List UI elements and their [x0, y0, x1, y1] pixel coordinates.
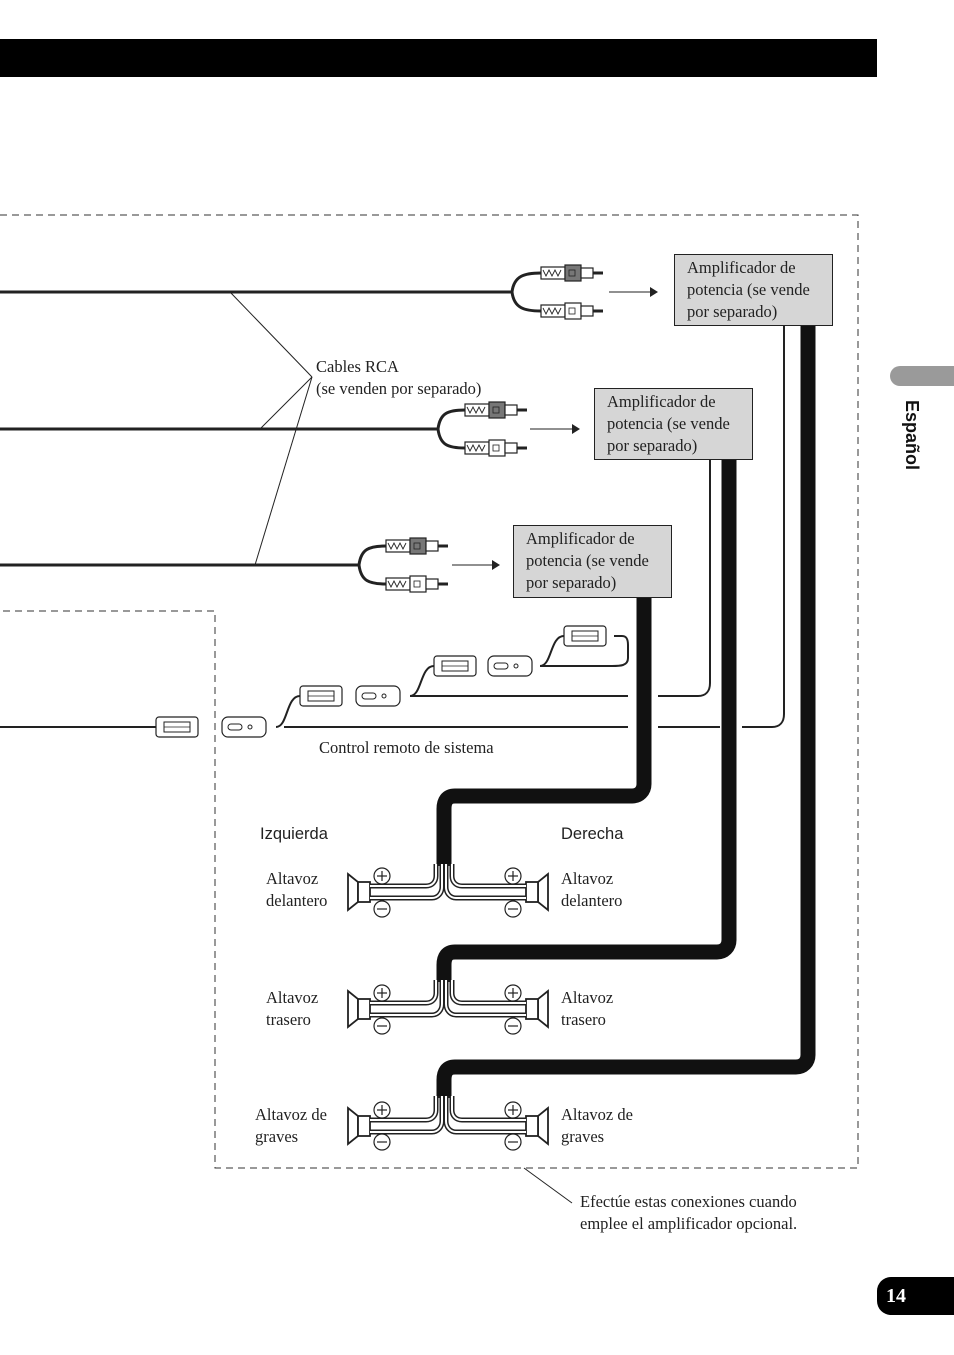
remote-connector [355, 685, 401, 707]
system-remote-label: Control remoto de sistema [319, 738, 494, 757]
speaker-cables [436, 325, 816, 1098]
remote-connector [221, 716, 267, 738]
rca-cable-1 [0, 263, 658, 321]
speaker-front-left [347, 864, 445, 918]
speaker-front-right [443, 864, 549, 918]
page-number: 14 [877, 1277, 954, 1315]
remote-connector [563, 625, 607, 647]
speaker-rear-left [347, 980, 445, 1035]
remote-connector [487, 655, 533, 677]
footnote-leader [523, 1167, 573, 1204]
rca-cables-label: Cables RCA(se venden por separado) [316, 357, 482, 398]
language-tab [890, 366, 954, 386]
remote-connector [433, 655, 477, 677]
right-side-label: Derecha [561, 825, 624, 843]
speaker-rear-right [443, 980, 549, 1035]
optional-amp-boundary [0, 214, 859, 1169]
left-side-label: Izquierda [260, 825, 328, 843]
system-remote-wiring [0, 325, 785, 728]
rca-cable-2 [0, 400, 580, 458]
rca-label-leaders [229, 291, 313, 566]
speaker-sub-right [443, 1096, 549, 1151]
remote-connector-left [155, 716, 199, 738]
speaker-sub-left [347, 1096, 445, 1151]
remote-connector [299, 685, 343, 707]
header-bar [0, 39, 877, 77]
rca-cable-3 [0, 536, 500, 594]
